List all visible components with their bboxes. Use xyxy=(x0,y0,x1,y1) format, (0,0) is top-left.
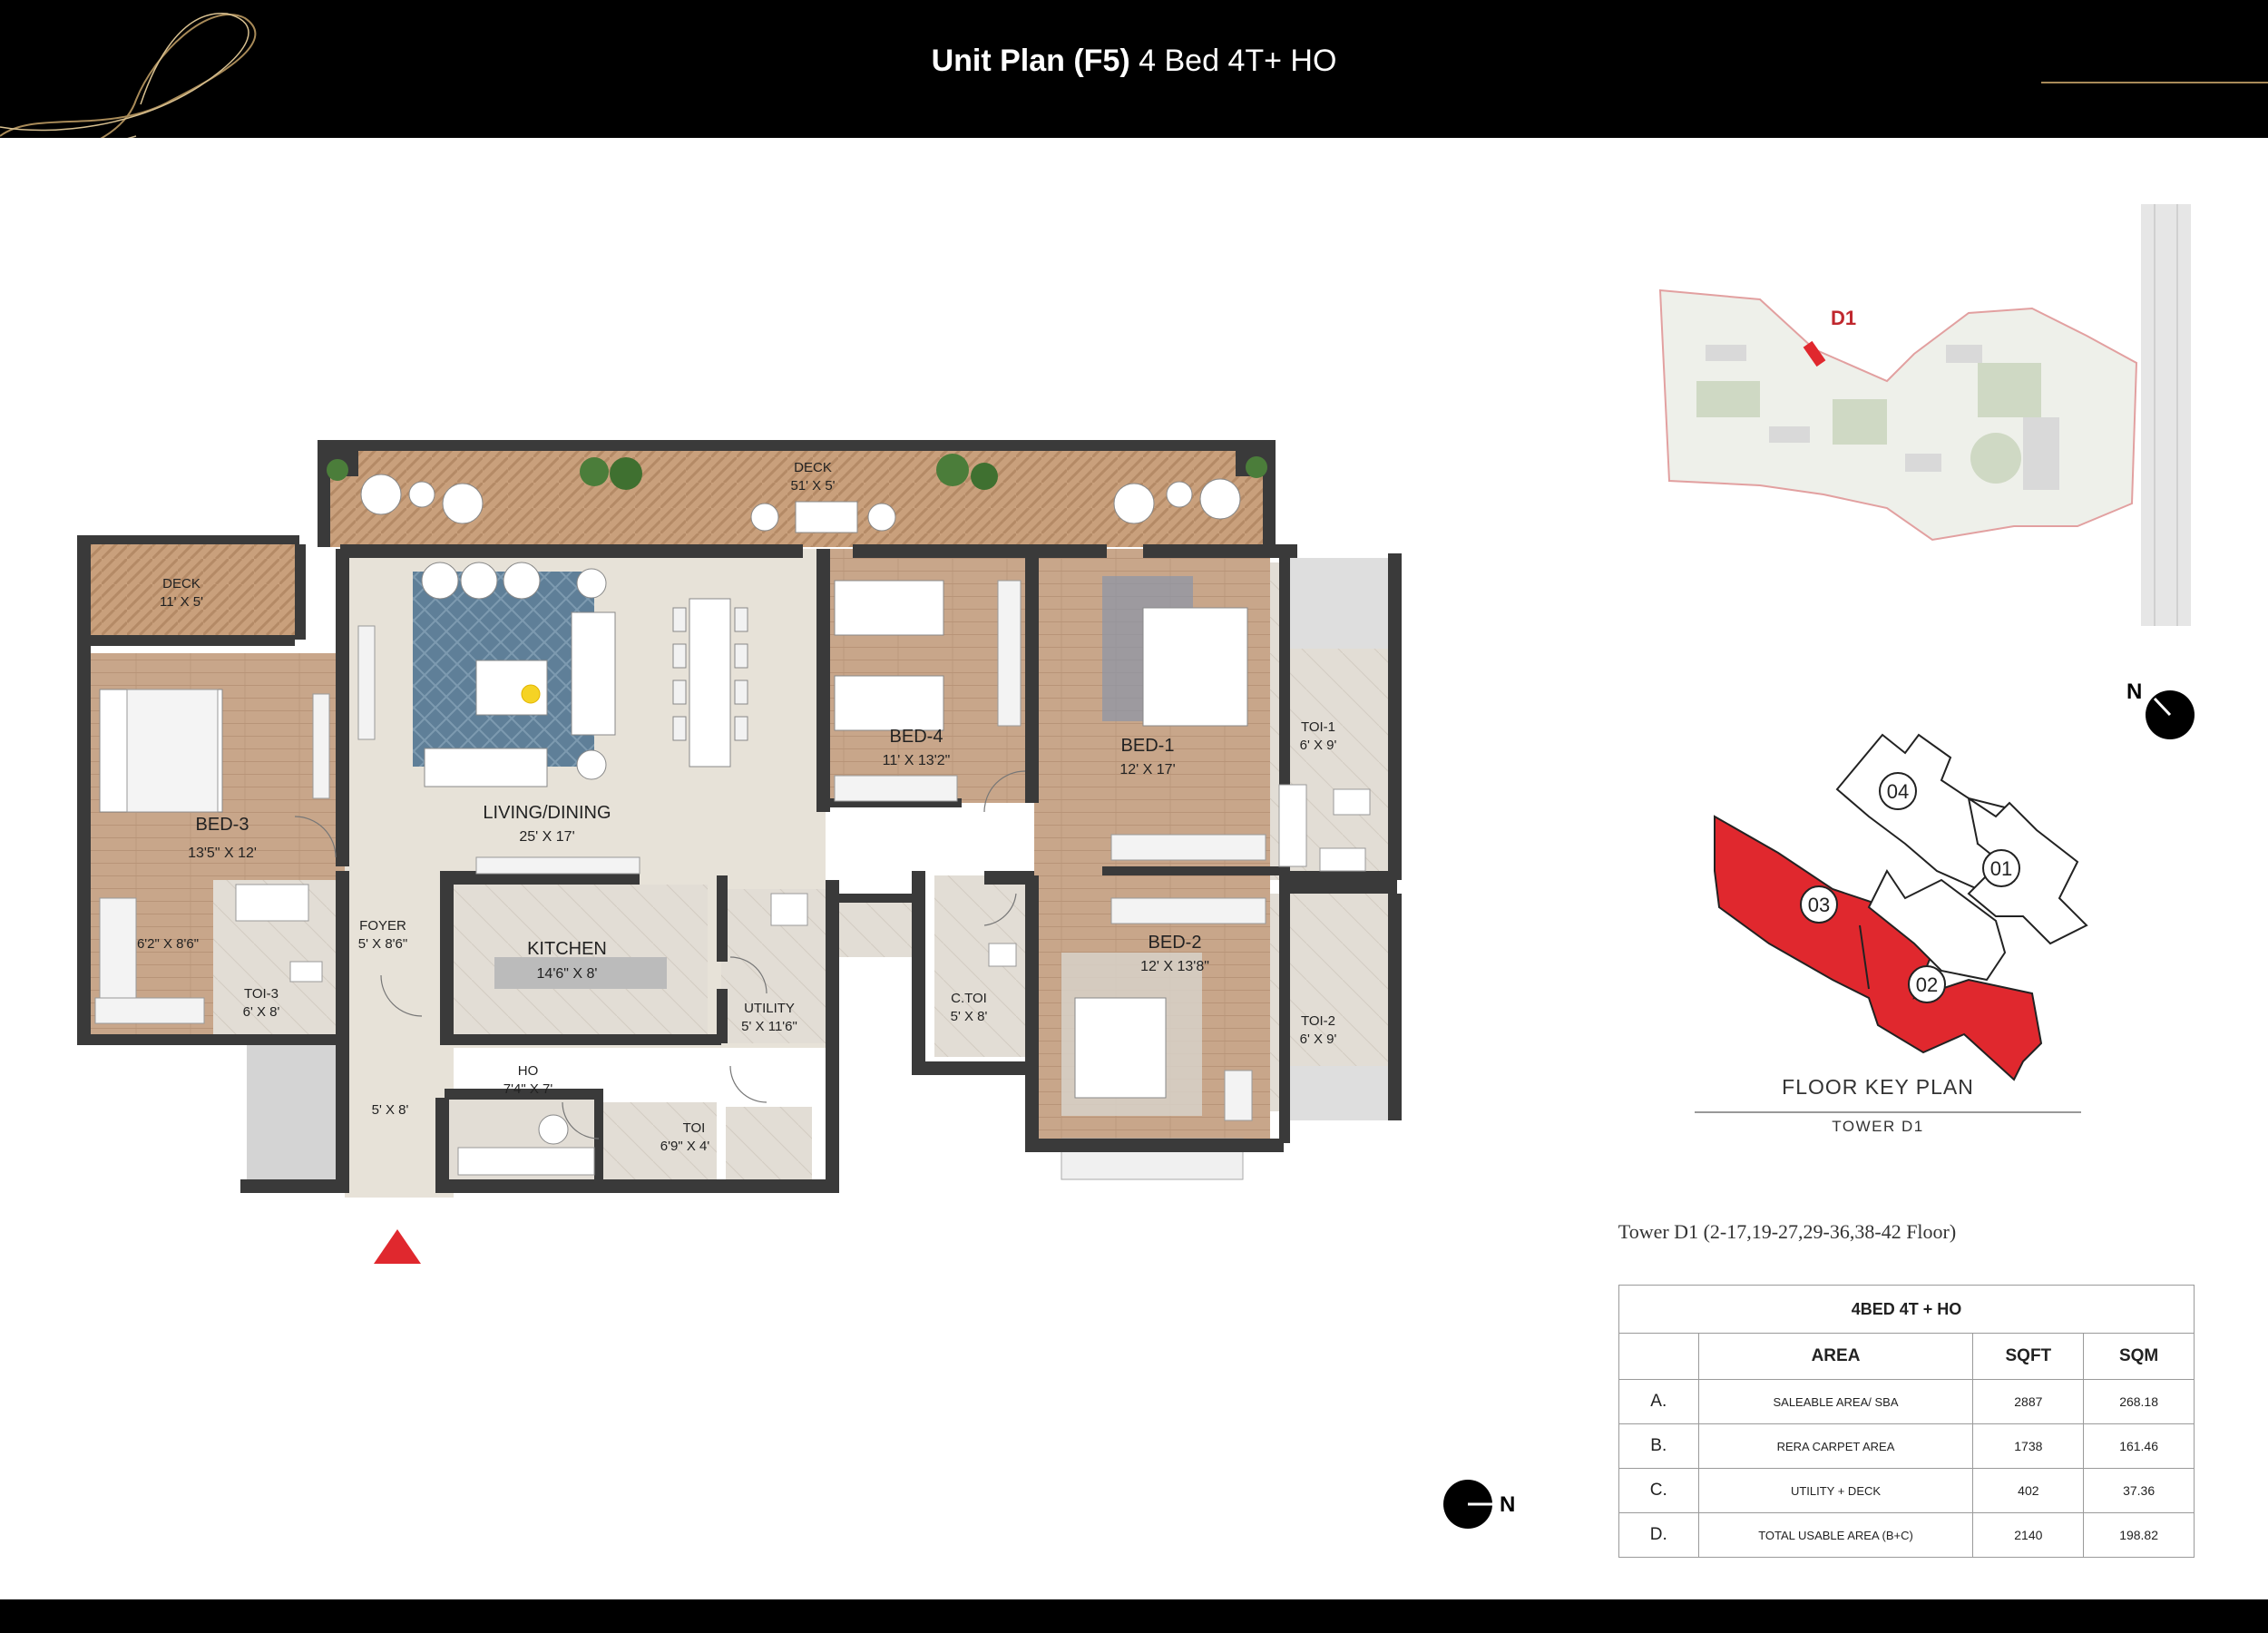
deck-main-name: DECK xyxy=(794,460,832,475)
toi-name: TOI xyxy=(683,1120,706,1136)
header-bar: Unit Plan (F5) 4 Bed 4T+ HO xyxy=(0,0,2268,138)
page-title: Unit Plan (F5) 4 Bed 4T+ HO xyxy=(0,44,2268,79)
row-name: SALEABLE AREA/ SBA xyxy=(1697,1379,1974,1424)
unit-03-label: 03 xyxy=(1808,894,1830,916)
toi1-dim: 6' X 9' xyxy=(1300,738,1337,753)
tower-caption: Tower D1 (2-17,19-27,29-36,38-42 Floor) xyxy=(1618,1220,1957,1243)
title-bold: Unit Plan (F5) xyxy=(931,44,1130,78)
footer-bar xyxy=(0,1599,2268,1633)
kitchen-dim: 14'6" X 8' xyxy=(537,966,598,982)
row-sqft: 1738 xyxy=(1972,1423,2085,1469)
entry-dim: 5' X 8' xyxy=(372,1102,409,1118)
deck-small-name: DECK xyxy=(162,576,200,592)
ctoi-name: C.TOI xyxy=(951,991,987,1006)
header-sqm: SQM xyxy=(2083,1333,2195,1380)
table-row: B. RERA CARPET AREA 1738 161.46 xyxy=(1618,1423,2195,1469)
header-divider xyxy=(2041,82,2268,83)
row-sqm: 161.46 xyxy=(2083,1423,2195,1469)
unit-04-label: 04 xyxy=(1887,780,1909,803)
deck-small-dim: 11' X 5' xyxy=(160,594,203,610)
main-deck xyxy=(318,440,1276,547)
kitchen-name: KITCHEN xyxy=(527,939,607,959)
bed1-dim: 12' X 17' xyxy=(1119,762,1175,777)
entrance-arrow-icon xyxy=(374,1229,421,1264)
toi2-name: TOI-2 xyxy=(1301,1013,1335,1029)
table-row: C. UTILITY + DECK 402 37.36 xyxy=(1618,1468,2195,1513)
site-tower-label: D1 xyxy=(1831,307,1856,329)
ho-dim: 7'4" X 7' xyxy=(503,1081,553,1097)
table-row: D. TOTAL USABLE AREA (B+C) 2140 198.82 xyxy=(1618,1512,2195,1558)
bed4-dim: 11' X 13'2" xyxy=(883,753,951,768)
floor-key-title: FLOOR KEY PLAN xyxy=(1782,1075,1974,1099)
floor-key-divider xyxy=(1695,1111,2081,1113)
door-swings xyxy=(294,770,1026,1139)
bed2-dim: 12' X 13'8" xyxy=(1140,959,1209,974)
north-label-top: N xyxy=(2126,680,2142,704)
row-sqft: 2140 xyxy=(1972,1512,2085,1558)
header-area: AREA xyxy=(1697,1333,1974,1380)
unit-02-label: 02 xyxy=(1916,973,1938,996)
walls xyxy=(77,535,1402,1193)
toi-dim: 6'9" X 4' xyxy=(660,1139,710,1154)
site-plan: D1 xyxy=(1658,204,2191,626)
row-name: TOTAL USABLE AREA (B+C) xyxy=(1697,1512,1974,1558)
table-row: A. SALEABLE AREA/ SBA 2887 268.18 xyxy=(1618,1379,2195,1424)
north-compass-bottom-icon: N xyxy=(1443,1480,1515,1529)
bed4-name: BED-4 xyxy=(890,727,943,747)
foyer-dim: 5' X 8'6" xyxy=(358,936,407,952)
living-name: LIVING/DINING xyxy=(483,803,611,823)
deck-main-dim: 51' X 5' xyxy=(790,478,835,494)
toi2-dim: 6' X 9' xyxy=(1300,1032,1337,1047)
row-sqft: 402 xyxy=(1972,1468,2085,1513)
gold-swirl-logo xyxy=(0,13,257,138)
unit-01-label: 01 xyxy=(1990,857,2012,880)
room-labels: DECK 11' X 5' BED-3 13'5" X 12' 6'2" X 8… xyxy=(137,576,1337,1154)
bed1-name: BED-1 xyxy=(1121,736,1175,756)
furniture xyxy=(94,562,1371,1176)
toi3-dim: 6' X 8' xyxy=(243,1004,280,1020)
bed3-dress-dim: 6'2" X 8'6" xyxy=(137,936,199,952)
row-letter: B. xyxy=(1618,1423,1699,1469)
foyer-name: FOYER xyxy=(359,918,406,934)
area-table-caption-row: 4BED 4T + HO xyxy=(1618,1285,2195,1334)
area-table: 4BED 4T + HO AREA SQFT SQM A. SALEABLE A… xyxy=(1618,1285,2195,1558)
ho-name: HO xyxy=(518,1063,539,1079)
north-label-bottom: N xyxy=(1500,1492,1515,1517)
utility-dim: 5' X 11'6" xyxy=(741,1019,797,1034)
bed2-name: BED-2 xyxy=(1149,933,1202,953)
living-dim: 25' X 17' xyxy=(519,829,574,845)
row-letter: A. xyxy=(1618,1379,1699,1424)
row-name: UTILITY + DECK xyxy=(1697,1468,1974,1513)
row-sqft: 2887 xyxy=(1972,1379,2085,1424)
row-sqm: 268.18 xyxy=(2083,1379,2195,1424)
toi3-name: TOI-3 xyxy=(244,986,279,1002)
row-letter: D. xyxy=(1618,1512,1699,1558)
header-sqft: SQFT xyxy=(1972,1333,2085,1380)
area-table-caption: 4BED 4T + HO xyxy=(1618,1285,2195,1334)
toi1-name: TOI-1 xyxy=(1301,719,1335,735)
row-name: RERA CARPET AREA xyxy=(1697,1423,1974,1469)
floor-key-diagram: 04 01 03 02 xyxy=(1714,733,2088,1081)
header-letter xyxy=(1618,1333,1699,1380)
bed3-name: BED-3 xyxy=(196,815,249,835)
row-sqm: 198.82 xyxy=(2083,1512,2195,1558)
area-table-header-row: AREA SQFT SQM xyxy=(1618,1333,2195,1380)
utility-name: UTILITY xyxy=(744,1001,795,1016)
bed3-dim: 13'5" X 12' xyxy=(188,846,257,861)
title-subtitle: 4 Bed 4T+ HO xyxy=(1139,44,1337,78)
ctoi-dim: 5' X 8' xyxy=(951,1009,988,1024)
north-compass-icon: N xyxy=(2126,680,2195,739)
floor-key-subtitle: TOWER D1 xyxy=(1832,1118,1924,1135)
row-letter: C. xyxy=(1618,1468,1699,1513)
row-sqm: 37.36 xyxy=(2083,1468,2195,1513)
